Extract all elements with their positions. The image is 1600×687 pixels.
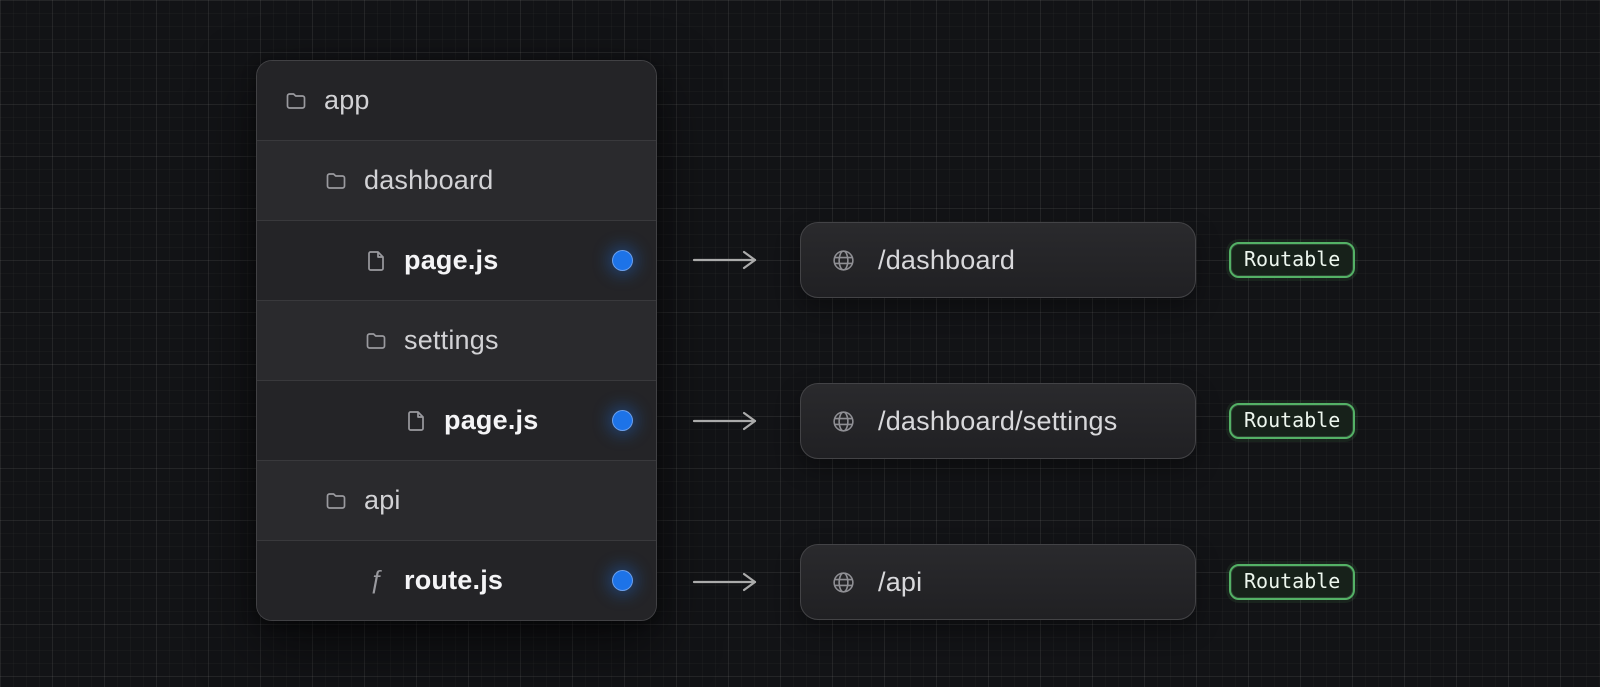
routable-badge: Routable bbox=[1229, 403, 1356, 439]
tree-label: dashboard bbox=[364, 165, 494, 195]
route-row-dashboard-settings: /dashboard/settings Routable bbox=[692, 383, 1356, 459]
globe-icon bbox=[831, 248, 856, 273]
globe-icon bbox=[831, 409, 856, 434]
arrow-right-icon bbox=[692, 411, 757, 431]
folder-icon bbox=[363, 328, 389, 354]
route-row-dashboard: /dashboard Routable bbox=[692, 222, 1356, 298]
tree-row-app: app bbox=[257, 61, 656, 140]
route-path: /dashboard bbox=[878, 244, 1016, 275]
route-path: /api bbox=[878, 566, 923, 597]
folder-icon bbox=[323, 488, 349, 514]
route-path: /dashboard/settings bbox=[878, 405, 1118, 436]
routable-dot bbox=[612, 410, 633, 431]
tree-label: route.js bbox=[404, 565, 504, 595]
route-pill: /dashboard/settings bbox=[800, 383, 1196, 459]
arrow-right-icon bbox=[692, 572, 757, 592]
routable-dot bbox=[612, 570, 633, 591]
tree-label: settings bbox=[404, 325, 499, 355]
arrow-right-icon bbox=[692, 250, 757, 270]
file-tree-panel: app dashboard page.js settings page.js a… bbox=[256, 60, 657, 621]
route-pill: /dashboard bbox=[800, 222, 1196, 298]
route-pill: /api bbox=[800, 544, 1196, 620]
tree-row-page-js-dashboard: page.js bbox=[257, 220, 656, 300]
tree-row-page-js-settings: page.js bbox=[257, 380, 656, 460]
routable-dot bbox=[612, 250, 633, 271]
tree-label: app bbox=[324, 85, 370, 115]
folder-icon bbox=[323, 168, 349, 194]
globe-icon bbox=[831, 570, 856, 595]
tree-row-api: api bbox=[257, 460, 656, 540]
route-row-api: /api Routable bbox=[692, 544, 1356, 620]
tree-label: page.js bbox=[404, 245, 499, 275]
tree-row-route-js: ƒ route.js bbox=[257, 540, 656, 620]
routable-badge: Routable bbox=[1229, 564, 1356, 600]
tree-label: api bbox=[364, 485, 401, 515]
function-f-icon: ƒ bbox=[369, 566, 383, 594]
tree-row-settings: settings bbox=[257, 300, 656, 380]
folder-icon bbox=[283, 88, 309, 114]
document-icon bbox=[403, 408, 429, 434]
tree-row-dashboard: dashboard bbox=[257, 140, 656, 220]
tree-label: page.js bbox=[444, 405, 539, 435]
routable-badge: Routable bbox=[1229, 242, 1356, 278]
document-icon bbox=[363, 248, 389, 274]
